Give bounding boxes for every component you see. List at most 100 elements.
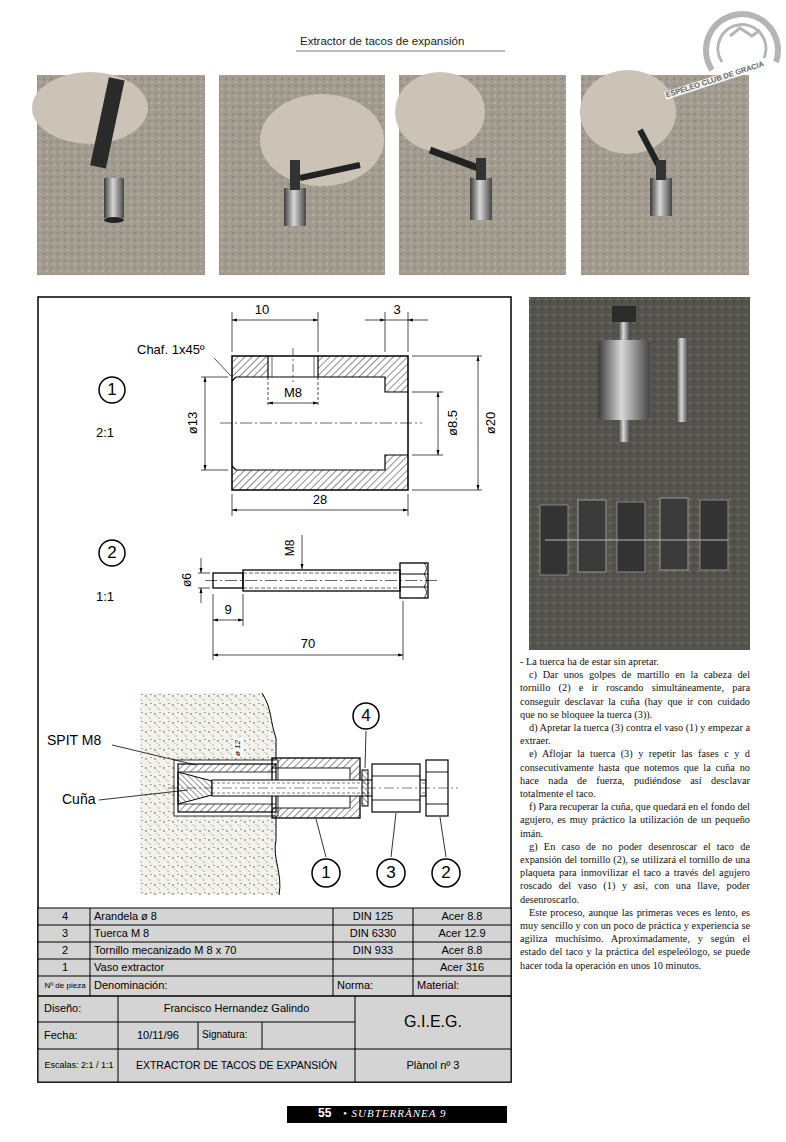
body-paragraph: g) En caso de no poder desenroscar el ta… xyxy=(520,840,750,906)
table-cell: Tuerca M 8 xyxy=(90,925,333,942)
photo xyxy=(32,70,749,275)
dimension-label: ø13 xyxy=(186,412,200,434)
assembly-section xyxy=(178,764,276,772)
assembly-section xyxy=(350,796,360,818)
vaso-section xyxy=(385,455,408,490)
scale-label: 2:1 xyxy=(96,426,114,440)
parts-table xyxy=(262,1022,263,1049)
callout-number: 2 xyxy=(98,539,126,567)
assembly-section xyxy=(272,768,350,780)
photo xyxy=(617,502,645,572)
part-label: SPIT M8 xyxy=(47,733,101,748)
dimension-lines xyxy=(365,320,385,321)
photo xyxy=(676,338,688,422)
callout-outline xyxy=(432,859,460,887)
dimension-lines xyxy=(198,588,210,589)
vaso-section xyxy=(232,356,268,377)
vaso-section xyxy=(220,348,422,490)
parts-table xyxy=(38,995,511,997)
table-cell: 1 xyxy=(40,959,90,976)
assembly-section xyxy=(140,693,458,895)
parts-table xyxy=(198,1022,199,1049)
callout-circle: 1 xyxy=(98,376,126,404)
table-cell: Signatura: xyxy=(198,1022,262,1049)
dimension-label: 70 xyxy=(301,637,315,651)
footer-bar xyxy=(287,1106,507,1123)
vaso-section xyxy=(232,466,236,470)
dimension-label: M8 xyxy=(284,540,297,557)
parts-table xyxy=(38,1049,511,1050)
table-cell: Diseño: xyxy=(40,996,118,1022)
dimension-label: ø 12 xyxy=(234,739,243,757)
table-cell: 3 xyxy=(40,925,90,942)
dimension-label: M8 xyxy=(284,386,302,400)
photo xyxy=(104,178,124,218)
table-cell: 4 xyxy=(40,908,90,925)
parts-table xyxy=(38,925,511,926)
vaso-section xyxy=(314,356,315,377)
table-cell: Norma: xyxy=(333,976,413,996)
dimension-lines xyxy=(478,356,479,490)
parts-table xyxy=(413,908,414,996)
dimension-lines xyxy=(232,320,318,321)
body-paragraph: d) Apretar la tuerca (3) contra el vaso … xyxy=(520,721,750,747)
vaso-section xyxy=(293,348,294,382)
callout-number: 3 xyxy=(376,858,406,888)
photo xyxy=(529,297,750,650)
footer-bar xyxy=(287,1106,507,1123)
parts-table xyxy=(333,908,334,996)
photo xyxy=(578,500,606,572)
vaso-section xyxy=(385,356,408,392)
callout-number: 1 xyxy=(98,376,126,404)
dimension-lines xyxy=(213,655,403,656)
table-cell: G.I.E.G. xyxy=(355,996,511,1049)
assembly-section xyxy=(272,758,350,768)
dimension-label: 3 xyxy=(393,303,400,317)
dimension-lines xyxy=(412,356,482,357)
callout-circle: 4 xyxy=(352,702,380,730)
parts-table xyxy=(118,996,119,1082)
photo xyxy=(656,160,666,180)
bolt-drawing xyxy=(205,580,440,581)
vaso-section xyxy=(318,356,385,377)
leader-lines xyxy=(112,745,196,765)
parts-table xyxy=(38,908,511,1082)
vaso-section xyxy=(232,377,236,381)
dimension-lines xyxy=(214,358,231,376)
assembly-section xyxy=(272,808,350,818)
dimension-label: ø8.5 xyxy=(446,410,460,436)
table-cell: Acer 8.8 xyxy=(413,908,511,925)
photo xyxy=(650,178,672,216)
dimension-label: ø20 xyxy=(484,412,498,434)
table-cell: DIN 6330 xyxy=(333,925,413,942)
body-paragraph: e) Aflojar la tuerca (3) y repetir las f… xyxy=(520,747,750,800)
table-cell: Plànol nº 3 xyxy=(355,1049,511,1082)
leader-lines xyxy=(316,819,326,857)
dimension-lines xyxy=(198,535,403,660)
photo xyxy=(529,297,750,650)
leader-lines xyxy=(99,790,188,800)
page-header: Extractor de tacos de expansión xyxy=(300,35,464,48)
parts-table xyxy=(38,908,511,1082)
bolt-drawing xyxy=(213,573,243,588)
callout-number: 2 xyxy=(431,858,461,888)
table-cell: DIN 933 xyxy=(333,942,413,959)
parts-table xyxy=(38,1022,355,1023)
parts-table xyxy=(38,959,511,960)
leader-lines xyxy=(99,731,446,857)
magazine-name: • SUBTERRÀNEA 9 xyxy=(343,1107,447,1119)
table-cell: Fecha: xyxy=(40,1022,118,1049)
table-cell: 2 xyxy=(40,942,90,959)
assembly-section xyxy=(272,796,350,808)
photo xyxy=(545,540,728,541)
assembly-section xyxy=(426,804,448,805)
club-logo xyxy=(706,14,778,70)
table-cell: Escalas: 2:1 / 1:1 xyxy=(40,1049,118,1082)
dimension-lines xyxy=(232,494,233,516)
parts-table xyxy=(38,942,511,943)
body-paragraph: f) Para recuperar la cuña, que quedará e… xyxy=(520,800,750,840)
callout-circle: 2 xyxy=(431,858,461,888)
dimension-lines xyxy=(205,377,206,470)
dimension-lines xyxy=(213,594,214,660)
